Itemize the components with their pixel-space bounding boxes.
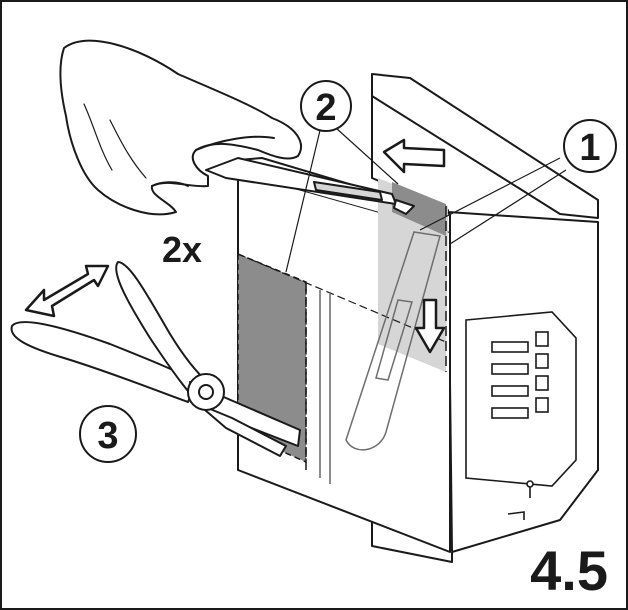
figure-number: 4.5 <box>530 539 608 602</box>
callout-1-label: 1 <box>579 127 600 169</box>
utility-knife-icon <box>205 157 415 215</box>
callout-2: 2 <box>300 80 352 132</box>
pliers-icon <box>10 261 301 457</box>
callout-3-label: 3 <box>97 415 118 457</box>
callout-2-label: 2 <box>315 87 336 129</box>
arrow-left-icon <box>382 138 446 174</box>
leader-lines <box>285 121 567 273</box>
hand-icon <box>59 39 302 216</box>
housing-vents <box>465 311 577 520</box>
double-arrow-icon <box>24 264 110 318</box>
callout-3: 3 <box>79 405 137 463</box>
repeat-label: 2x <box>162 229 202 270</box>
callout-1: 1 <box>563 119 617 173</box>
label-zone-top <box>392 182 446 236</box>
ghost-knife <box>345 231 441 451</box>
arrow-down-icon <box>414 298 446 354</box>
